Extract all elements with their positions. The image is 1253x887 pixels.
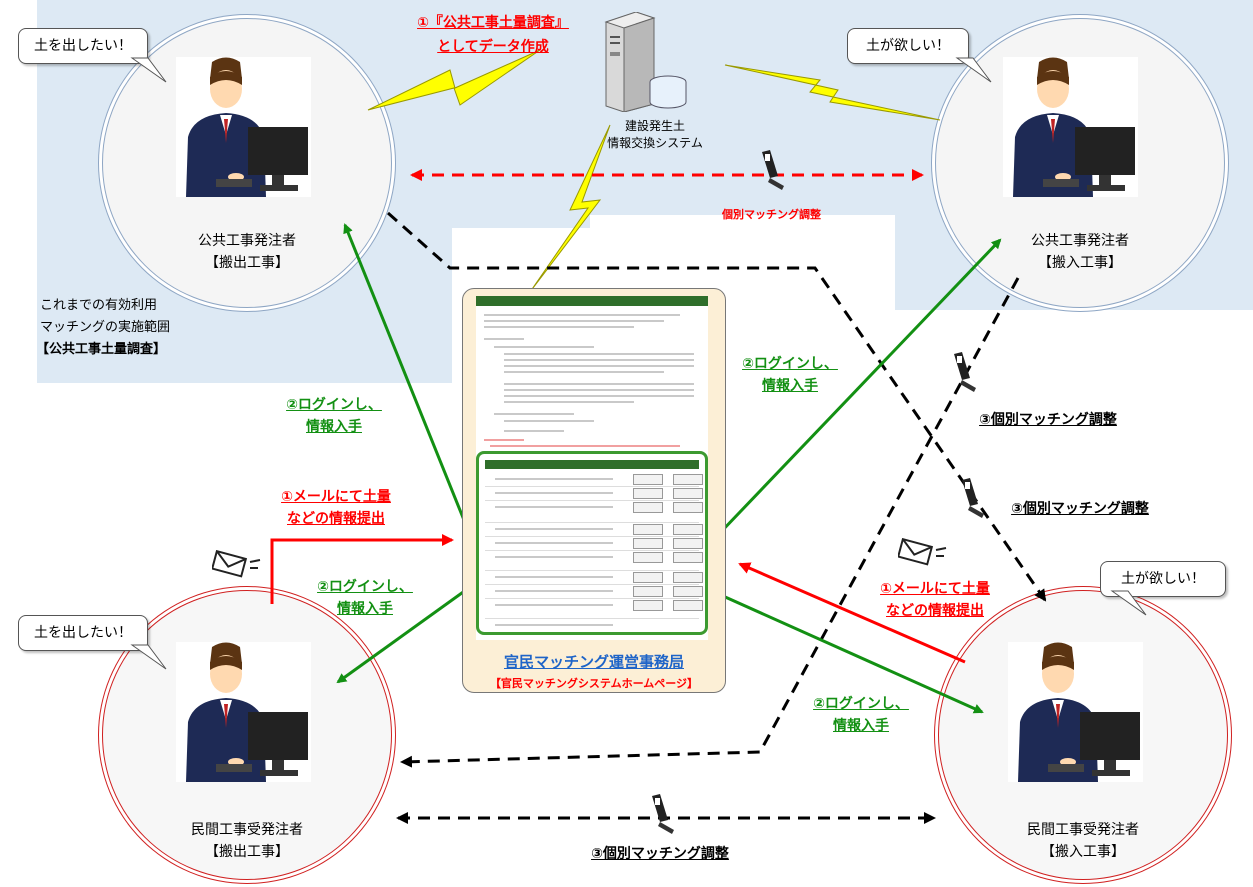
type-private-export: 【搬出工事】 [205, 844, 289, 860]
phone-icon [954, 352, 976, 392]
lightning-left [367, 49, 541, 111]
matching-label-2: ③個別マッチング調整 [1011, 501, 1149, 517]
bubble-private-import: 土が欲しい！ [1100, 561, 1226, 597]
mail-label-right: ①メールにて土量 [880, 581, 990, 597]
homepage-table [476, 451, 708, 635]
bubble-public-export: 土を出したい！ [18, 28, 148, 64]
bubble-tail-2 [955, 57, 992, 83]
person-art-3 [186, 642, 308, 782]
name-private-export: 民間工事受発注者 [191, 822, 303, 838]
homepage-header [476, 296, 708, 306]
public-scope-line3: 【公共工事土量調査】 [36, 342, 167, 357]
login-label-bottom-left: ②ログインし、 [317, 579, 413, 595]
lightning-right [724, 64, 941, 121]
office-page: 【官民マッチングシステムホームページ】 [489, 677, 699, 690]
step1-label: ①『公共工事土量調査』 [417, 15, 569, 31]
login-label-top-right-2: 情報入手 [762, 378, 818, 394]
black-dashed-1 [387, 211, 1047, 602]
bubble-private-export: 土を出したい！ [18, 615, 148, 651]
person-art-2 [1013, 57, 1135, 197]
step1-label-line2: としてデータ作成 [437, 39, 549, 55]
name-private-import: 民間工事受発注者 [1027, 822, 1139, 838]
bubble-tail-1 [130, 57, 167, 83]
green-arrow-top-left [343, 223, 472, 536]
type-public-export: 【搬出工事】 [205, 255, 289, 271]
green-arrow-bottom-right [713, 590, 984, 714]
phone-icon [652, 794, 674, 834]
server-label: 建設発生土 情報交換システム [607, 119, 703, 150]
login-label-top-left-2: 情報入手 [306, 419, 362, 435]
login-label-bottom-left-2: 情報入手 [337, 601, 393, 617]
individual-matching-label: 個別マッチング調整 [722, 208, 821, 221]
circle-private-export [102, 590, 392, 880]
office-name: 官民マッチング運営事務局 [503, 653, 684, 671]
login-label-bottom-right-2: 情報入手 [833, 718, 889, 734]
bubble-tail-3 [130, 644, 167, 670]
server-icon [604, 12, 687, 112]
public-scope-line1: これまでの有効利用 [40, 298, 158, 313]
type-private-import: 【搬入工事】 [1041, 844, 1125, 860]
bubble-public-import: 土が欲しい！ [847, 28, 969, 64]
person-art-4 [1018, 642, 1140, 782]
mail-label-right-2: などの情報提出 [886, 603, 984, 619]
phone-icon [962, 478, 984, 518]
mail-label-left-2: などの情報提出 [287, 511, 385, 527]
mail-icon [898, 538, 947, 566]
red-arrow-mail-right [738, 562, 966, 664]
matching-label-3: ③個別マッチング調整 [591, 846, 729, 862]
name-public-import: 公共工事発注者 [1031, 233, 1129, 249]
login-label-top-right: ②ログインし、 [742, 356, 838, 372]
table-header [485, 460, 699, 469]
login-label-top-left: ②ログインし、 [286, 397, 382, 413]
type-public-import: 【搬入工事】 [1038, 255, 1122, 271]
mail-icon [212, 550, 261, 578]
person-art-1 [186, 57, 308, 197]
mail-label-left: ①メールにて土量 [281, 489, 391, 505]
name-public-export: 公共工事発注者 [198, 233, 296, 249]
red-arrow-mail-left [270, 534, 454, 604]
green-arrow-top-right [716, 238, 1002, 537]
phone-icon [762, 150, 784, 190]
login-label-bottom-right: ②ログインし、 [813, 696, 909, 712]
matching-label-1: ③個別マッチング調整 [979, 412, 1117, 428]
public-scope-line2: マッチングの実施範囲 [40, 320, 171, 335]
bubble-tail-4 [1110, 590, 1147, 616]
green-arrow-bottom-left [336, 588, 467, 684]
